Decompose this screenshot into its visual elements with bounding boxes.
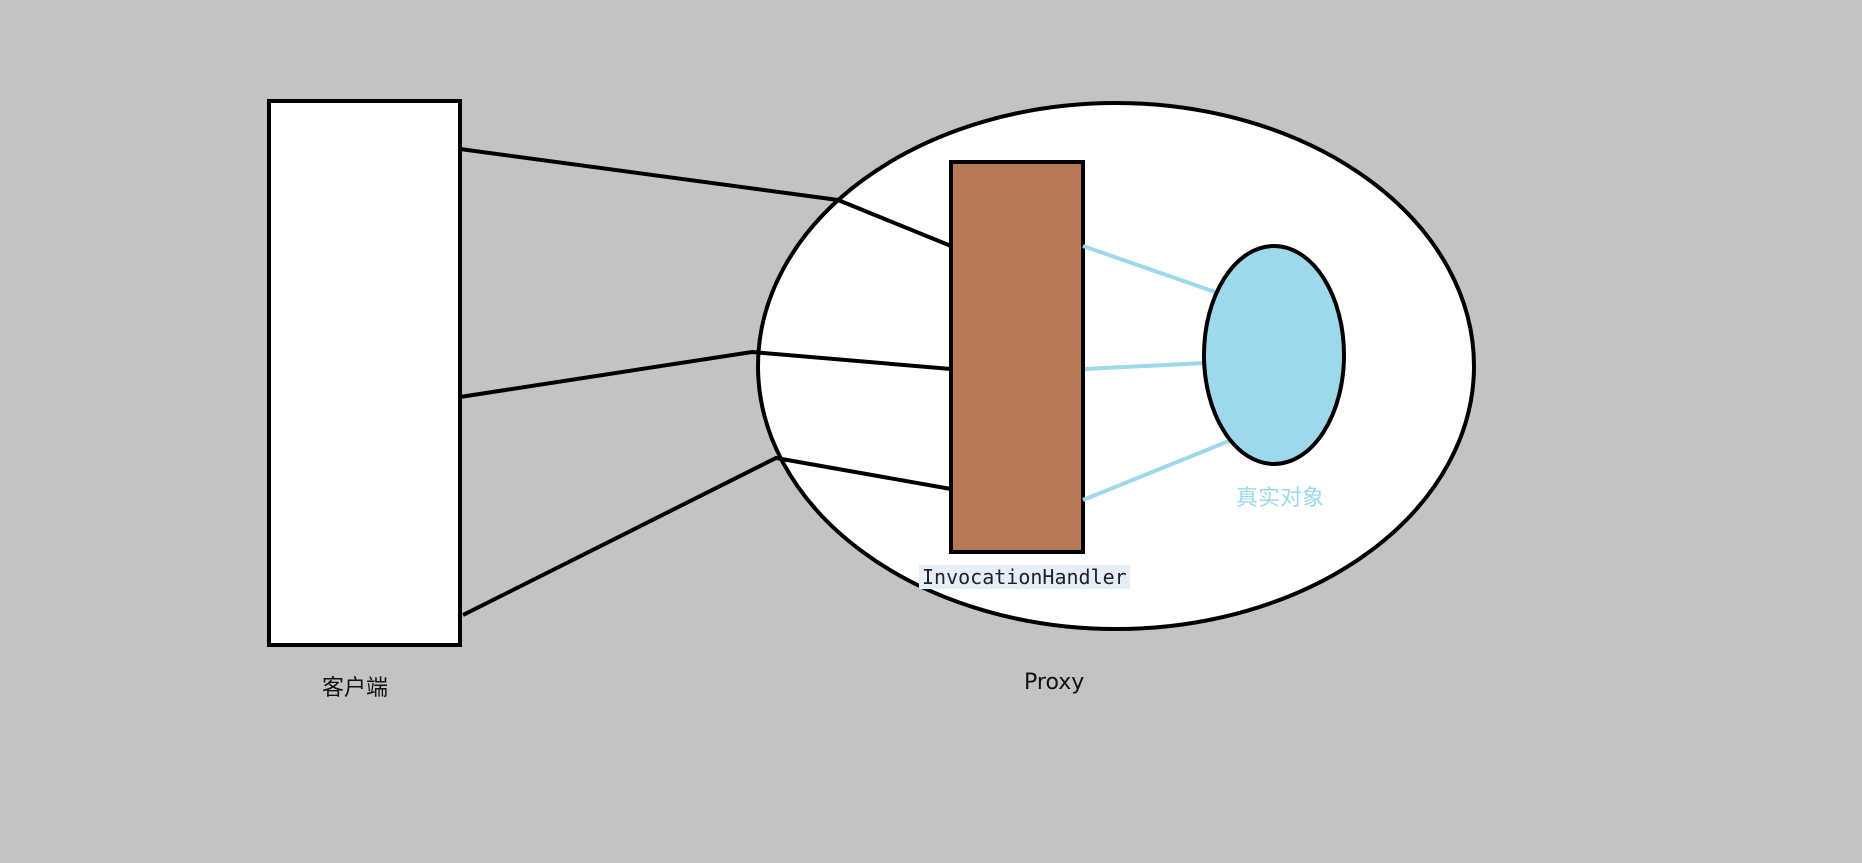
real-object-ellipse bbox=[1202, 244, 1346, 466]
real-object-link-middle bbox=[1084, 361, 1206, 371]
real-object-link-top bbox=[1082, 244, 1219, 295]
client-label: 客户端 bbox=[322, 676, 389, 701]
connector-line-bottom bbox=[462, 455, 952, 617]
invocation-handler-box bbox=[949, 160, 1085, 554]
client-box bbox=[267, 99, 462, 647]
proxy-label: Proxy bbox=[1024, 670, 1085, 695]
invocation-handler-label: InvocationHandler bbox=[919, 565, 1130, 589]
real-object-link-bottom bbox=[1082, 439, 1230, 502]
real-object-label: 真实对象 bbox=[1236, 486, 1325, 511]
connector-line-top bbox=[459, 147, 952, 248]
connector-line-middle bbox=[459, 349, 952, 399]
